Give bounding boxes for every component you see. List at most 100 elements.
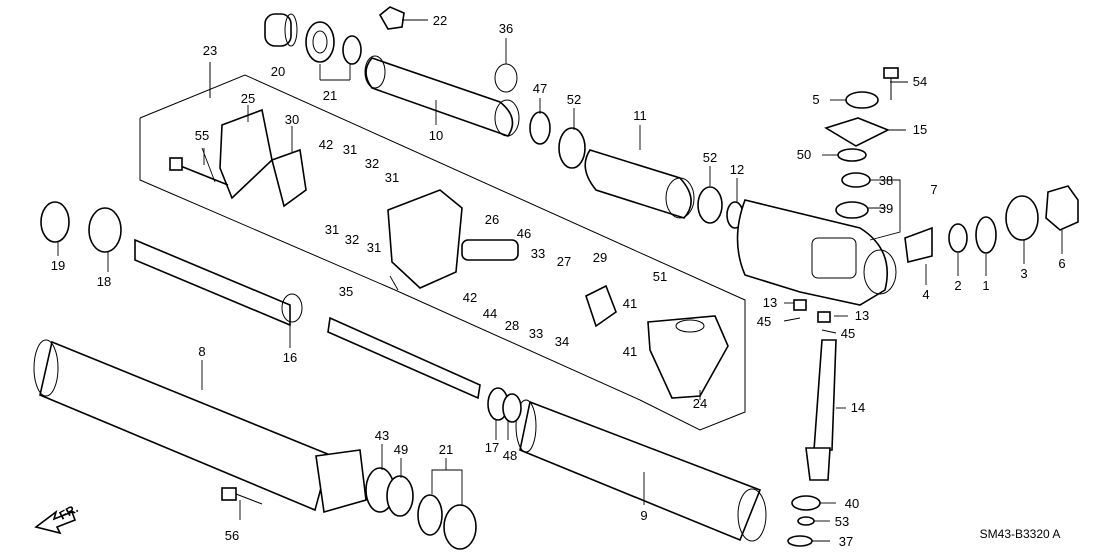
callout-35: 35: [339, 284, 353, 299]
callout-39: 39: [879, 201, 893, 216]
callout-22: 22: [433, 13, 447, 28]
callout-13a: 13: [763, 295, 777, 310]
front-direction-arrow-icon: [34, 509, 77, 535]
callout-45a: 45: [757, 314, 771, 329]
callout-32a: 32: [365, 156, 379, 171]
part-48-ring: [502, 393, 522, 423]
part-16-rack-shaft: [134, 238, 303, 327]
part-9-tube: [515, 399, 767, 542]
callout-36: 36: [499, 21, 513, 36]
part-40-bearing: [791, 495, 821, 511]
callout-52b: 52: [703, 150, 717, 165]
callout-16: 16: [283, 350, 297, 365]
callout-52a: 52: [567, 92, 581, 107]
callout-18: 18: [97, 274, 111, 289]
callout-50: 50: [797, 147, 811, 162]
part-39-bearing: [835, 201, 869, 219]
callout-17: 17: [485, 440, 499, 455]
callout-8: 8: [198, 344, 205, 359]
part-50-ring: [837, 148, 867, 162]
callout-23: 23: [203, 43, 217, 58]
callout-31c: 31: [325, 222, 339, 237]
callout-1: 1: [982, 278, 989, 293]
callout-30: 30: [285, 112, 299, 127]
callout-31b: 31: [385, 170, 399, 185]
callout-27: 27: [557, 254, 571, 269]
part-56-bolt: [221, 487, 263, 505]
part-rack-toothed: [327, 316, 481, 400]
part-8-outer-tube: [33, 339, 331, 512]
parts-layer: [33, 6, 1079, 550]
part-54-bolt: [883, 67, 899, 100]
callout-37: 37: [839, 534, 853, 549]
callout-28: 28: [505, 318, 519, 333]
callout-40: 40: [845, 496, 859, 511]
callout-21b: 21: [439, 442, 453, 457]
callout-24: 24: [693, 396, 707, 411]
part-37-clip: [787, 535, 813, 547]
part-15-plate: [824, 117, 890, 147]
callout-48: 48: [503, 448, 517, 463]
leader-lines: [57, 19, 1063, 542]
callout-15: 15: [913, 122, 927, 137]
part-1-ring: [975, 216, 997, 254]
part-6-nut: [1045, 185, 1079, 231]
callout-38: 38: [879, 173, 893, 188]
callout-55: 55: [195, 128, 209, 143]
part-52-ring: [558, 127, 586, 169]
callout-2: 2: [954, 278, 961, 293]
part-53-nut: [797, 516, 815, 526]
callout-labels: 1 2 3 4 5 6 7 8 9 10 11 12 13 13 14 15 1…: [51, 13, 1066, 549]
part-52b-ring: [697, 186, 723, 224]
callout-9: 9: [640, 508, 647, 523]
part-13-bolt-b: [817, 311, 831, 323]
callout-20: 20: [271, 64, 285, 79]
part-26-spool: [461, 239, 519, 261]
part-21-bearing-lower: [443, 504, 477, 550]
callout-53: 53: [835, 514, 849, 529]
part-19-bushing: [40, 201, 70, 243]
part-14-pinion-shaft: [805, 339, 837, 481]
callout-31d: 31: [367, 240, 381, 255]
part-10-cylinder-tube: [364, 55, 520, 137]
callout-33b: 33: [529, 326, 543, 341]
part-24-valve-body: [647, 315, 729, 399]
callout-42b: 42: [463, 290, 477, 305]
part-3-bushing: [1005, 195, 1039, 241]
callout-32b: 32: [345, 232, 359, 247]
callout-54: 54: [913, 74, 927, 89]
part-47-ring: [529, 111, 551, 145]
callout-11: 11: [633, 108, 647, 123]
callout-43: 43: [375, 428, 389, 443]
callout-46: 46: [517, 226, 531, 241]
callout-34: 34: [555, 334, 569, 349]
callout-6: 6: [1058, 256, 1065, 271]
part-11-valve-sleeve: [584, 149, 695, 219]
part-valve-housing: [387, 189, 463, 289]
callout-49: 49: [394, 442, 408, 457]
callout-4: 4: [922, 287, 929, 302]
callout-45b: 45: [841, 326, 855, 341]
part-36-snap-ring: [494, 63, 518, 93]
callout-21a: 21: [323, 88, 337, 103]
part-flange: [315, 449, 367, 514]
callout-12: 12: [730, 162, 744, 177]
callout-7: 7: [930, 182, 937, 197]
part-21-bearing-top: [305, 21, 335, 63]
part-29-gasket: [585, 284, 617, 328]
diagram-code: SM43-B3320 A: [980, 527, 1061, 541]
callout-10: 10: [429, 128, 443, 143]
callout-14: 14: [851, 400, 865, 415]
callout-29: 29: [593, 250, 607, 265]
part-4-seal: [904, 226, 933, 263]
callout-5: 5: [812, 92, 819, 107]
callout-47: 47: [533, 81, 547, 96]
part-21-ring-lower: [417, 494, 443, 536]
part-38-clip: [841, 172, 871, 188]
part-20-bushing: [264, 13, 298, 47]
callout-41a: 41: [623, 296, 637, 311]
part-25-gasket-plate: [219, 108, 273, 200]
part-5-cap: [845, 91, 879, 109]
callout-26: 26: [485, 212, 499, 227]
